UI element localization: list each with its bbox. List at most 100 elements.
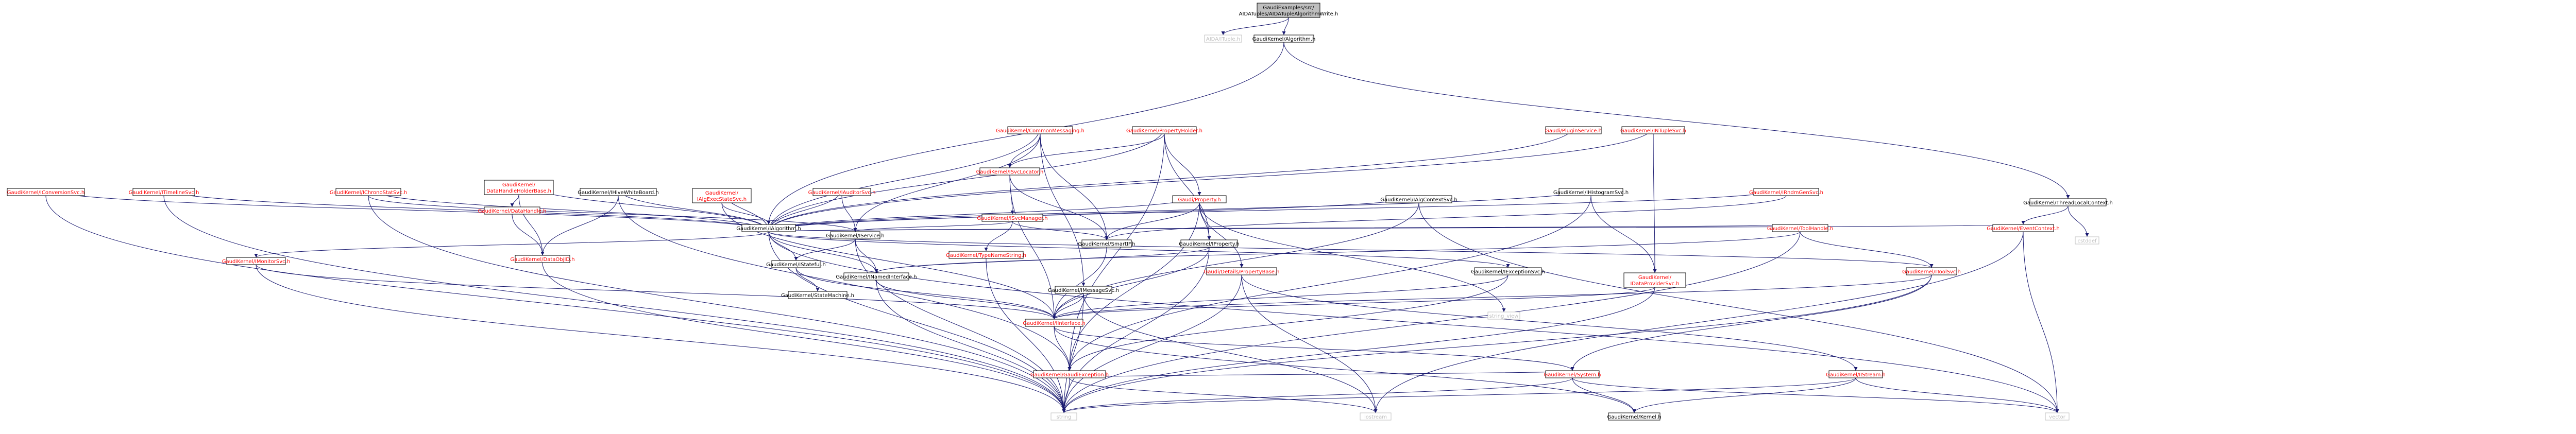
edge-iauditorsvc-to-iservice	[841, 195, 857, 232]
node-box-ipluginservice	[1545, 126, 1602, 134]
node-ialgorithm[interactable]: GaudiKernel/IAlgorithm.h	[736, 224, 801, 232]
node-label-galgorithm: GaudiKernel/Algorithm.h	[1252, 37, 1316, 42]
node-box-smartif	[1081, 239, 1132, 248]
node-iinterface[interactable]: GaudiKernel/IInterface.h	[1023, 319, 1086, 327]
node-box-eventcontext	[1992, 224, 2054, 232]
edge-ialgexecstate-to-iinterface	[721, 202, 1056, 320]
edge-istream-to-kernel	[1632, 377, 1856, 413]
node-box-isvclocator	[979, 167, 1040, 176]
node-label-isvclocator: GaudiKernel/ISvcLocator.h	[976, 169, 1044, 175]
node-imessagesvc[interactable]: GaudiKernel/IMessageSvc.h	[1048, 286, 1119, 294]
edge-gaudi_algorithm_core-to-vector	[768, 231, 2059, 413]
node-isvclocator[interactable]: GaudiKernel/ISvcLocator.h	[976, 167, 1044, 176]
node-box-imessagesvc	[1055, 286, 1112, 294]
node-label-istream: GaudiKernel/IIStream.h	[1826, 372, 1886, 378]
node-ihivewb[interactable]: GaudiKernel/IHiveWhiteBoard.h	[578, 188, 659, 196]
edge-galgcontextsvc-to-iinterface	[1052, 202, 1419, 320]
edge-root-to-galgorithm	[1282, 17, 1289, 36]
node-typenamestring[interactable]: GaudiKernel/TypeNameString.h	[946, 251, 1026, 259]
node-iauditorsvc[interactable]: GaudiKernel/IAuditorSvc.h	[808, 188, 876, 196]
node-imonitor[interactable]: GaudiKernel/IMonitorSvc.h	[222, 257, 290, 265]
edge-propertybase-to-istream	[1241, 274, 1858, 371]
node-isvcmanager[interactable]: GaudiKernel/ISvcManager.h	[977, 214, 1048, 222]
node-property[interactable]: Gaudi/Property.h	[1172, 195, 1227, 203]
node-iproperty[interactable]: GaudiKernel/IProperty.h	[1179, 239, 1240, 248]
node-box-aidatuple	[1204, 34, 1242, 43]
edge-iexceptionsvc-to-gaudiexception	[1067, 274, 1509, 371]
node-box-cstddef	[2075, 236, 2099, 245]
node-statemachine[interactable]: GaudiKernel/StateMachine.h	[781, 291, 854, 299]
node-ialgcontextsvc2[interactable]: GaudiKernel/IRndmGenSvc.h	[1749, 188, 1823, 196]
node-label-datahandle: GaudiKernel/DataHandle.h	[478, 209, 547, 214]
node-inamedinterface[interactable]: GaudiKernel/INamedInterface.h	[836, 272, 917, 281]
node-box-string	[1050, 412, 1077, 421]
node-ichronostat[interactable]: GaudiKernel/IChronoStatSvc.h	[330, 188, 407, 196]
node-intuplesvc[interactable]: GaudiKernel/INTupleSvc.h	[1620, 126, 1686, 134]
node-istream[interactable]: GaudiKernel/IIStream.h	[1826, 370, 1886, 378]
node-box-vector	[2045, 412, 2070, 421]
node-itoolsvc[interactable]: GaudiKernel/IToolSvc.h	[1902, 267, 1961, 275]
edge-iservice-to-string	[855, 238, 1066, 413]
node-box-iservice	[830, 231, 880, 239]
edge-ichronostat-to-iservice	[368, 195, 857, 232]
node-label-ipluginservice: Gaudi/PluginService.h	[1545, 128, 1602, 134]
edge-iservice-to-inamedinterface	[855, 238, 878, 273]
node-iservice[interactable]: GaudiKernel/IService.h	[826, 231, 885, 239]
node-istateful[interactable]: GaudiKernel/IStateful.h	[766, 260, 826, 268]
node-label-istateful: GaudiKernel/IStateful.h	[766, 262, 826, 268]
node-box-galgcontextsvc	[1385, 195, 1452, 203]
edge-isvcmanager-to-smartif	[1012, 221, 1109, 240]
node-idataprovidersvc[interactable]: GaudiKernel/IDataProviderSvc.h	[1623, 272, 1686, 288]
node-itimeline[interactable]: GaudiKernel/ITimelineSvc.h	[129, 188, 199, 196]
node-dataobjid[interactable]: GaudiKernel/DataObjID.h	[510, 255, 575, 263]
node-label-ialgorithm: GaudiKernel/IAlgorithm.h	[736, 226, 801, 232]
node-box-inamedinterface	[843, 272, 909, 281]
node-label-vector: vector	[2049, 414, 2066, 420]
node-ialgmgr[interactable]: GaudiKernel/IConversionSvc.h	[7, 188, 85, 196]
edge-dataobjid-to-string	[542, 262, 1066, 413]
node-label-ihivewb: GaudiKernel/IHiveWhiteBoard.h	[578, 190, 658, 196]
node-galgorithm[interactable]: GaudiKernel/Algorithm.h	[1252, 34, 1316, 43]
node-smartif[interactable]: GaudiKernel/SmartIF.h	[1078, 239, 1136, 248]
node-datahandle[interactable]: GaudiKernel/DataHandle.h	[478, 206, 547, 215]
node-system[interactable]: GaudiKernel/System.h	[1544, 370, 1601, 378]
node-propertyholder[interactable]: GaudiKernel/PropertyHolder.h	[1126, 126, 1202, 134]
edge-iproperty-to-iinterface	[1052, 247, 1210, 320]
node-propertybase[interactable]: Gaudi/Details/PropertyBase.h	[1204, 267, 1280, 275]
node-galgcontextsvc[interactable]: GaudiKernel/IAlgContextSvc.h	[1380, 195, 1458, 203]
node-datahandleholder[interactable]: GaudiKernel/DataHandleHolderBase.h	[484, 180, 554, 195]
edge-ihivewb-to-dataobjid	[540, 195, 619, 256]
node-threadlocal[interactable]: GaudiKernel/ThreadLocalContext.h	[2023, 198, 2113, 206]
edge-propertyholder-to-isvclocator	[1008, 133, 1165, 168]
edge-inamedinterface-to-iinterface	[876, 280, 1056, 320]
node-label-iservice: GaudiKernel/IService.h	[826, 233, 885, 239]
node-label-iauditorsvc: GaudiKernel/IAuditorSvc.h	[808, 190, 876, 196]
node-gaudiexception[interactable]: GaudiKernel/GaudiException.h	[1030, 370, 1109, 378]
edge-idataprovidersvc-to-string	[1062, 287, 1655, 413]
edge-iinterface-to-system	[1054, 326, 1574, 371]
node-eventcontext[interactable]: GaudiKernel/EventContext.h	[1987, 224, 2060, 232]
node-iexceptionsvc[interactable]: GaudiKernel/IExceptionSvc.h	[1471, 267, 1545, 275]
node-label-threadlocal: GaudiKernel/ThreadLocalContext.h	[2023, 200, 2113, 206]
node-box-toolhandle	[1772, 224, 1828, 232]
edge-gaudi_algorithm_core-to-itoolsvc	[768, 231, 1934, 268]
edge-property-to-propertybase	[1199, 202, 1244, 268]
node-ihistogramsvc[interactable]: GaudiKernel/IHistogramSvc.h	[1553, 188, 1629, 196]
edge-propertybase-to-iostream	[1241, 274, 1378, 413]
node-label-itimeline: GaudiKernel/ITimelineSvc.h	[129, 190, 199, 196]
edge-iinterface-to-gaudiexception	[1054, 326, 1072, 371]
edge-gaudi_algorithm_core-to-commonmsg	[768, 126, 1042, 232]
node-commonmsg[interactable]: GaudiKernel/CommonMessaging.h	[996, 126, 1084, 134]
node-box-galgorithm	[1253, 34, 1314, 43]
node-ialgexecstate[interactable]: GaudiKernel/IAlgExecStateSvc.h	[692, 188, 752, 203]
node-kernel[interactable]: GaudiKernel/Kernel.h	[1607, 412, 1662, 421]
edge-gaudi_algorithm_core-to-galgcontextsvc	[768, 195, 1421, 232]
edge-gaudi_algorithm_core-to-propertyholder	[768, 126, 1166, 232]
node-string_view: string_view	[1487, 311, 1520, 320]
node-ipluginservice[interactable]: Gaudi/PluginService.h	[1545, 126, 1602, 134]
node-label-ialgexecstate: GaudiKernel/IAlgExecStateSvc.h	[697, 190, 747, 202]
edge-ialgmgr-to-string	[45, 195, 1066, 413]
edge-ihistogramsvc-to-idataprovidersvc	[1590, 195, 1657, 273]
node-toolhandle[interactable]: GaudiKernel/ToolHandle.h	[1767, 224, 1833, 232]
node-box-root	[1257, 3, 1320, 18]
